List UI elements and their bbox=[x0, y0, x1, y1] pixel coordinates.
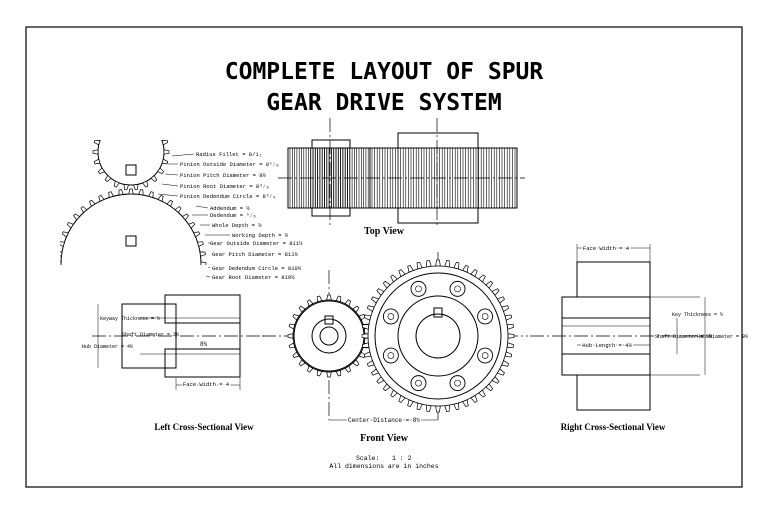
callout-label: Gear Outside Diameter = 811½ bbox=[210, 240, 303, 247]
top-view bbox=[278, 118, 525, 225]
callout-label: Pinion Dedendum Circle = 8³⁄₄ bbox=[180, 193, 276, 200]
left-face-width-dim: Face Width = 4 bbox=[183, 381, 230, 388]
dimension-callouts: Radius Fillet = 8/1₁ Pinion Outside Diame… bbox=[157, 151, 303, 281]
left-cross-section bbox=[92, 294, 266, 390]
scale-value: 1 : 2 bbox=[392, 455, 412, 462]
right-cross-section bbox=[530, 244, 712, 411]
callout-label: Addendum = ½ bbox=[210, 205, 250, 212]
callout-label: Working Depth = ½ bbox=[232, 232, 289, 239]
title-line-1: COMPLETE LAYOUT OF SPUR bbox=[225, 59, 544, 85]
right-hub-length-dim: Hub Length = 4½ bbox=[582, 342, 632, 349]
callout-label: Pinion Pitch Diameter = 8½ bbox=[180, 172, 267, 179]
callout-label: Dedendum = ⁵⁄₆ bbox=[210, 212, 256, 219]
right-section-label: Right Cross-Sectional View bbox=[561, 422, 666, 432]
right-shaft-label: Shaft Diameter = 5½ bbox=[655, 334, 712, 340]
sheet-border bbox=[25, 26, 743, 488]
left-shaft-label: Shaft Diameter = 2½ bbox=[122, 332, 179, 338]
right-hub-label: Hub Diameter = 9½ bbox=[697, 334, 748, 340]
callout-label: Whole Depth = ½ bbox=[212, 222, 262, 229]
left-keyway-label: Keyway Thickness = ½ bbox=[100, 316, 160, 322]
left-hub-label: Hub Diameter = 4½ bbox=[82, 344, 133, 350]
callout-label: Pinion Root Diameter = 8³⁄₈ bbox=[180, 183, 269, 190]
title-line-2: GEAR DRIVE SYSTEM bbox=[266, 90, 501, 116]
callout-label: Pinion Outside Diameter = 8⁵⁄₆ bbox=[180, 161, 279, 168]
top-view-label: Top View bbox=[364, 226, 405, 237]
front-view-label: Front View bbox=[360, 433, 409, 444]
callout-label: Gear Pitch Diameter = 811½ bbox=[212, 251, 299, 258]
mesh-detail bbox=[60, 140, 207, 265]
right-face-width-dim: Face Width = 4 bbox=[583, 245, 630, 252]
front-view bbox=[262, 252, 528, 421]
callout-label: Radius Fillet = 8/1₁ bbox=[196, 151, 262, 158]
left-center-dim: 8¾ bbox=[200, 341, 208, 348]
right-key-label: Key Thickness = ½ bbox=[672, 312, 723, 318]
scale-label: Scale: bbox=[356, 455, 379, 462]
callout-label: Gear Root Diameter = 810½ bbox=[212, 274, 295, 281]
callout-label: Gear Dedendum Circle = 810½ bbox=[212, 265, 302, 272]
center-distance-dim: Center Distance = 8½ bbox=[348, 417, 420, 424]
left-section-label: Left Cross-Sectional View bbox=[154, 422, 254, 432]
dimensions-note: All dimensions are in inches bbox=[329, 463, 438, 470]
